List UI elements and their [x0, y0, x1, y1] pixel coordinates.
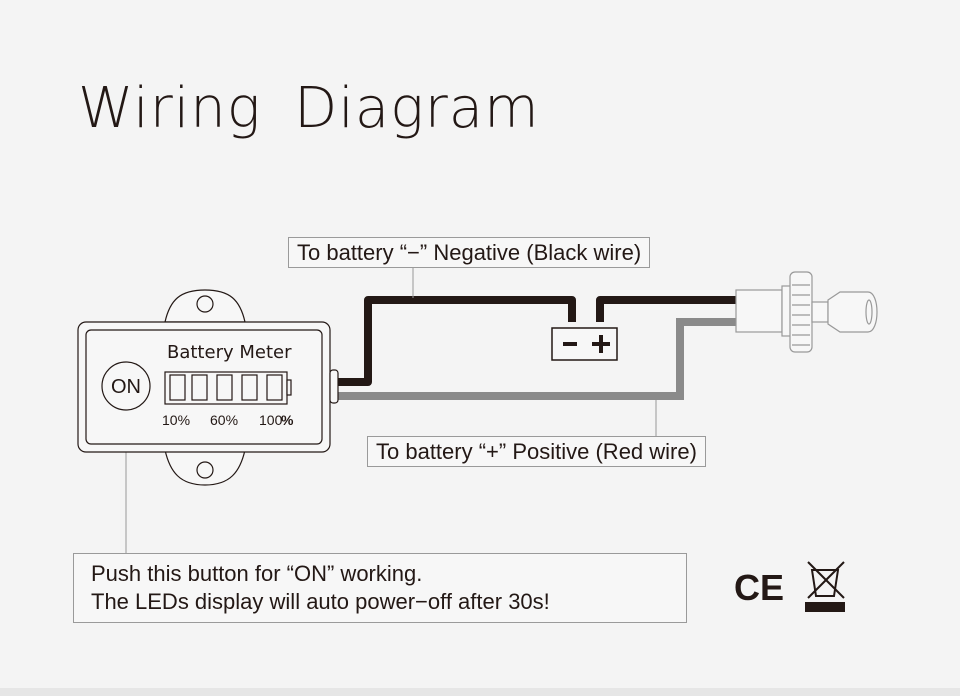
tick-60: 60%	[210, 412, 238, 428]
meter-title: Battery Meter	[167, 342, 292, 363]
black-wire-plus	[596, 296, 738, 322]
battery-icon	[551, 327, 618, 361]
black-wire	[338, 296, 576, 386]
key-switch-icon	[735, 271, 878, 353]
weee-bin-icon	[805, 561, 845, 612]
negative-wire-label: To battery “−” Negative (Black wire)	[288, 237, 651, 268]
gray-wire	[338, 318, 738, 400]
tick-percent: %	[281, 412, 294, 428]
page-title: Wiring Diagram	[78, 76, 540, 141]
tick-10: 10%	[162, 412, 190, 428]
ce-mark: CE	[734, 567, 784, 608]
tick-100: 100	[259, 412, 283, 428]
instruction-note: Push this button for “ON” working. The L…	[73, 553, 687, 623]
battery-meter-device	[77, 289, 339, 486]
positive-wire-label: To battery “+” Positive (Red wire)	[367, 436, 706, 467]
note-line-1: Push this button for “ON” working.	[91, 561, 423, 586]
note-line-2: The LEDs display will auto power−off aft…	[91, 589, 550, 614]
on-button[interactable]: ON	[111, 376, 141, 398]
bottom-divider	[0, 688, 960, 696]
